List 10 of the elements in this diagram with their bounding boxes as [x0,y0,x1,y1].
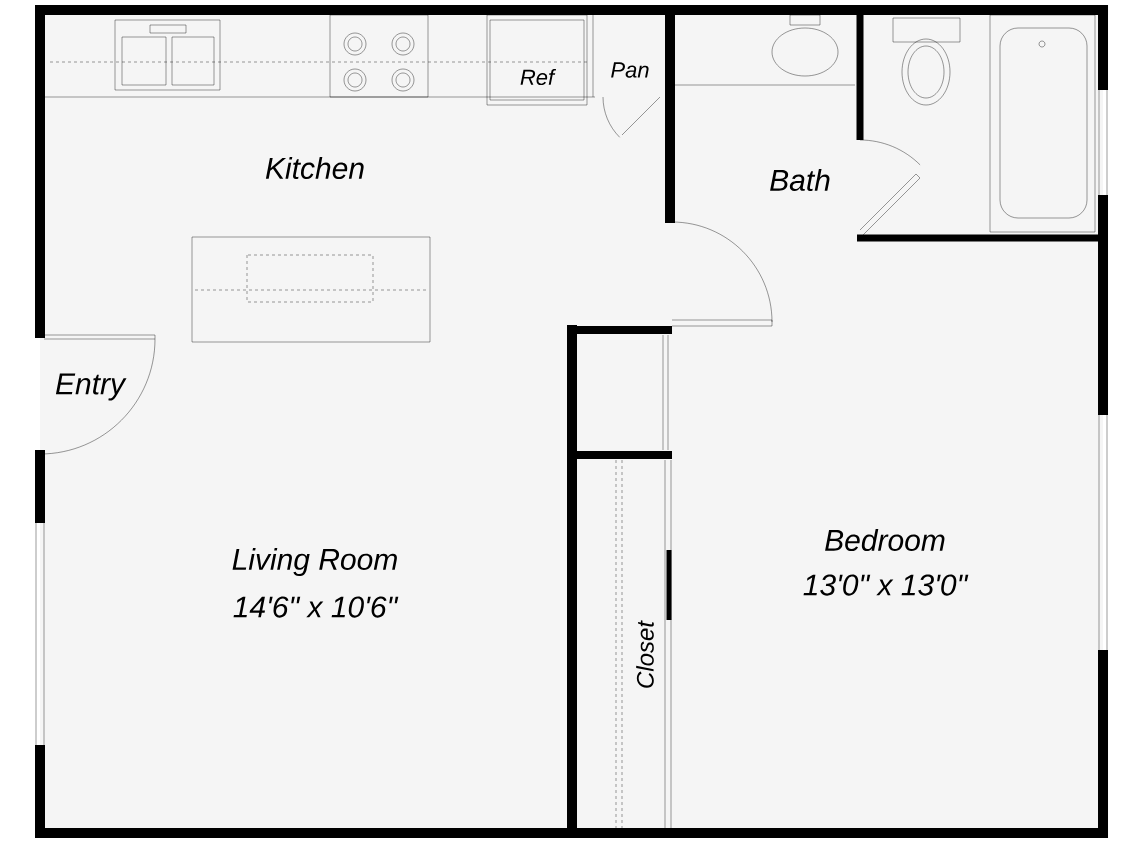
room-label: Entry [55,373,127,401]
room-label: Kitchen [265,157,364,180]
room-label: Bath [770,169,830,192]
room-label: Living Room [232,548,397,576]
room-label: 13'0" x 13'0" [803,574,969,596]
room-label: Pan [611,62,649,78]
room-label: 14'6" x 10'6" [233,596,399,618]
room-label: Bedroom [825,529,945,552]
room-label: Closet [636,620,654,688]
room-label: Ref [520,68,556,86]
